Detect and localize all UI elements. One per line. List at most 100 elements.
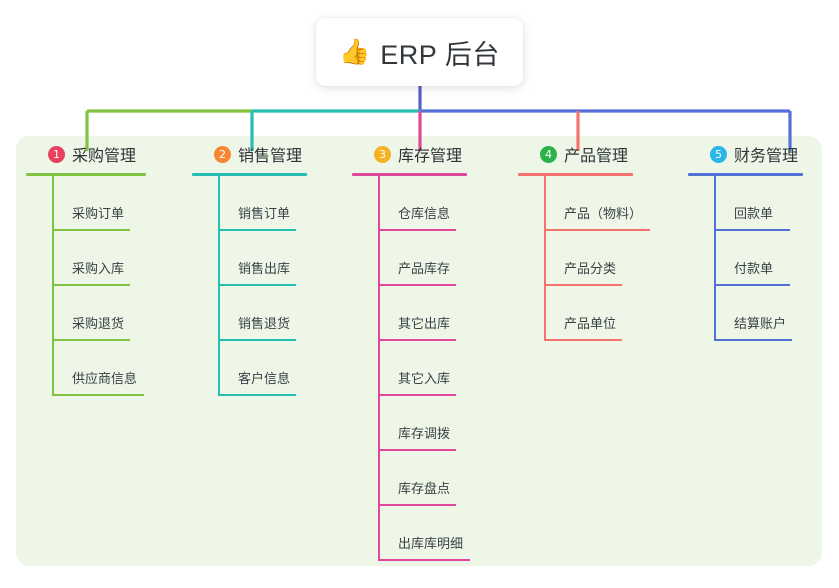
list-item[interactable]: 其它入库	[352, 341, 467, 396]
list-item[interactable]: 产品单位	[518, 286, 633, 341]
list-item-label: 其它入库	[398, 371, 451, 386]
column-underline	[352, 173, 467, 176]
page-title: ERP 后台	[380, 39, 500, 70]
list-item-label: 销售退货	[238, 316, 291, 331]
column-underline	[688, 173, 803, 176]
column-items: 产品（物料） 产品分类产品单位	[518, 176, 650, 341]
list-item[interactable]: 供应商信息	[26, 341, 146, 396]
list-item[interactable]: 销售出库	[192, 231, 307, 286]
list-item[interactable]: 付款单	[688, 231, 803, 286]
list-item-underline	[52, 229, 130, 231]
list-item-label: 客户信息	[238, 371, 291, 386]
column-spine	[378, 176, 380, 561]
list-item-underline	[378, 504, 456, 506]
list-item[interactable]: 出库库明细	[352, 506, 470, 561]
thumbs-up-icon: 👍	[339, 37, 371, 66]
list-item-label: 出库库明细	[398, 536, 464, 551]
list-item-label: 其它出库	[398, 316, 451, 331]
column-number-badge: 2	[214, 145, 231, 163]
list-item-underline	[378, 284, 456, 286]
column-number-badge: 1	[48, 145, 65, 163]
list-item-underline	[714, 229, 790, 231]
list-item-underline	[714, 284, 790, 286]
list-item-underline	[218, 394, 296, 396]
list-item[interactable]: 库存盘点	[352, 451, 467, 506]
column-items: 采购订单采购入库采购退货供应商信息	[26, 176, 146, 396]
column-title: 采购管理	[72, 148, 137, 165]
list-item-label: 销售出库	[238, 261, 291, 276]
column-1: 1 采购管理采购订单采购入库采购退货供应商信息	[26, 140, 146, 396]
list-item-underline	[714, 339, 792, 341]
list-item-label: 产品单位	[564, 316, 617, 331]
column-items: 仓库信息产品库存其它出库其它入库库存调拨库存盘点出库库明细	[352, 176, 470, 561]
list-item-underline	[378, 394, 456, 396]
list-item[interactable]: 产品分类	[518, 231, 633, 286]
list-item-underline	[218, 339, 296, 341]
column-header-1[interactable]: 1 采购管理	[26, 140, 146, 168]
list-item-underline	[52, 394, 144, 396]
list-item-label: 产品（物料）	[564, 206, 643, 221]
list-item[interactable]: 回款单	[688, 176, 803, 231]
list-item-label: 销售订单	[238, 206, 291, 221]
list-item-label: 采购退货	[72, 316, 125, 331]
root-title-card[interactable]: 👍 ERP 后台	[316, 18, 523, 86]
list-item-underline	[378, 449, 456, 451]
list-item[interactable]: 客户信息	[192, 341, 307, 396]
list-item[interactable]: 产品库存	[352, 231, 467, 286]
list-item[interactable]: 销售退货	[192, 286, 307, 341]
column-header-3[interactable]: 3 库存管理	[352, 140, 467, 168]
column-2: 2 销售管理销售订单销售出库销售退货客户信息	[192, 140, 307, 396]
list-item-label: 结算账户	[734, 316, 787, 331]
column-spine	[714, 176, 716, 341]
column-5: 5 财务管理回款单付款单结算账户	[688, 140, 803, 341]
content-panel	[16, 136, 822, 566]
column-items: 销售订单销售出库销售退货客户信息	[192, 176, 307, 396]
list-item-underline	[52, 339, 130, 341]
column-spine	[218, 176, 220, 396]
list-item-underline	[378, 339, 456, 341]
column-header-5[interactable]: 5 财务管理	[688, 140, 803, 168]
column-number-badge: 5	[710, 145, 727, 163]
list-item[interactable]: 仓库信息	[352, 176, 467, 231]
column-underline	[26, 173, 146, 176]
list-item-label: 回款单	[734, 206, 774, 221]
column-4: 4 产品管理产品（物料） 产品分类产品单位	[518, 140, 650, 341]
list-item-underline	[218, 284, 296, 286]
list-item-label: 付款单	[734, 261, 774, 276]
list-item[interactable]: 销售订单	[192, 176, 307, 231]
column-spine	[52, 176, 54, 396]
column-header-4[interactable]: 4 产品管理	[518, 140, 633, 168]
column-number-badge: 4	[540, 145, 557, 163]
list-item-label: 采购订单	[72, 206, 125, 221]
column-title: 财务管理	[734, 148, 799, 165]
column-title: 产品管理	[564, 148, 629, 165]
list-item[interactable]: 采购订单	[26, 176, 146, 231]
list-item-underline	[544, 284, 622, 286]
list-item[interactable]: 采购退货	[26, 286, 146, 341]
list-item-label: 库存盘点	[398, 481, 451, 496]
column-number-badge: 3	[374, 145, 391, 163]
list-item-underline	[544, 339, 622, 341]
list-item[interactable]: 结算账户	[688, 286, 803, 341]
list-item-underline	[218, 229, 296, 231]
column-title: 销售管理	[238, 148, 303, 165]
list-item-underline	[544, 229, 650, 231]
list-item-underline	[378, 229, 456, 231]
column-title: 库存管理	[398, 148, 463, 165]
list-item-label: 产品分类	[564, 261, 617, 276]
list-item-label: 产品库存	[398, 261, 451, 276]
column-underline	[192, 173, 307, 176]
column-header-2[interactable]: 2 销售管理	[192, 140, 307, 168]
list-item-label: 采购入库	[72, 261, 125, 276]
list-item[interactable]: 产品（物料）	[518, 176, 650, 231]
list-item-underline	[378, 559, 470, 561]
list-item-label: 仓库信息	[398, 206, 451, 221]
column-spine	[544, 176, 546, 341]
list-item[interactable]: 库存调拨	[352, 396, 467, 451]
list-item[interactable]: 采购入库	[26, 231, 146, 286]
list-item-label: 供应商信息	[72, 371, 138, 386]
list-item[interactable]: 其它出库	[352, 286, 467, 341]
column-3: 3 库存管理仓库信息产品库存其它出库其它入库库存调拨库存盘点出库库明细	[352, 140, 470, 561]
list-item-underline	[52, 284, 130, 286]
